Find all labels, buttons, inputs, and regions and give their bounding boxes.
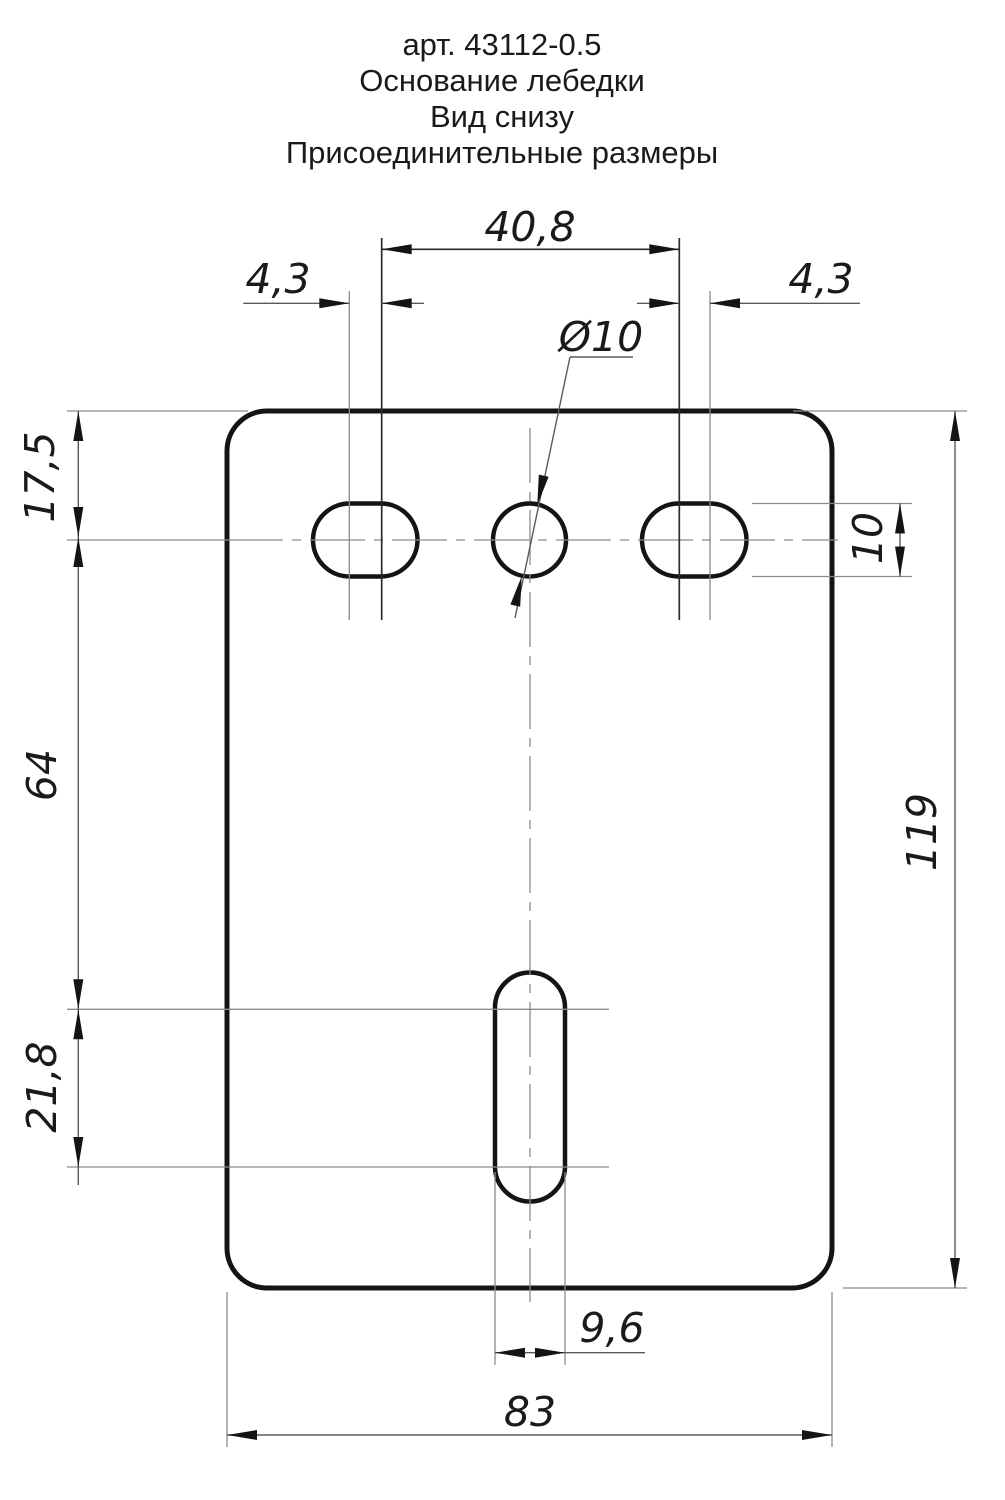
dimension-holes-to-bottom-slot: 64 <box>18 537 609 1010</box>
title-view: Вид снизу <box>430 99 574 134</box>
dimension-label: 64 <box>18 749 66 801</box>
arrowhead-up <box>895 503 905 534</box>
leader-hole-diameter: Ø10 <box>510 313 643 619</box>
arrowhead-down <box>73 979 84 1010</box>
dimension-label: Ø10 <box>557 313 643 361</box>
dimension-top-span: 40,8 <box>380 203 681 620</box>
arrowhead-up <box>73 411 84 441</box>
arrowhead-right <box>649 298 680 309</box>
arrowhead-down <box>73 507 84 537</box>
arrowhead-lower <box>510 576 522 607</box>
dimension-label: 17,5 <box>16 431 64 522</box>
dimension-bottom-slot-width: 9,6 <box>494 1172 645 1365</box>
arrowhead-left <box>381 298 412 309</box>
dimension-label: 9,6 <box>579 1304 644 1352</box>
dimension-label: 10 <box>844 512 892 564</box>
dimension-plate-height: 119 <box>793 410 967 1289</box>
dimension-bottom-slot-arc-span: 21,8 <box>18 1009 609 1185</box>
arrowhead-right <box>319 298 350 309</box>
dimension-label: 4,3 <box>245 255 310 303</box>
dimension-slot-height: 10 <box>752 502 912 578</box>
title-subtitle: Присоединительные размеры <box>286 135 718 170</box>
title-block: арт. 43112-0.5 Основание лебедки Вид сни… <box>286 27 718 170</box>
dimension-label: 21,8 <box>18 1041 66 1132</box>
dimension-plate-width: 83 <box>226 1292 833 1447</box>
dimension-label: 40,8 <box>484 203 575 251</box>
arrowhead-right <box>802 1430 832 1440</box>
arrowhead-down <box>895 546 905 577</box>
arrowhead-down <box>950 1258 960 1288</box>
dimension-top-edge-to-holes: 17,5 <box>16 410 248 537</box>
arrowhead-left <box>710 298 740 309</box>
arrowhead-left <box>381 244 412 255</box>
arrowhead-up <box>73 1009 84 1040</box>
arrowhead-down <box>73 1137 84 1167</box>
centerlines <box>67 428 838 1302</box>
dimension-label: 83 <box>504 1388 556 1436</box>
dimension-label: 4,3 <box>788 255 853 303</box>
arrowhead-up <box>73 537 84 567</box>
arrowhead-left <box>227 1430 257 1440</box>
dimension-left-slot-offset: 4,3 <box>243 255 424 620</box>
arrowhead-right <box>649 244 680 255</box>
arrowhead-right <box>535 1347 565 1358</box>
title-part-name: Основание лебедки <box>359 63 645 98</box>
dimension-label: 119 <box>898 793 946 871</box>
arrowhead-up <box>950 411 960 441</box>
title-article: арт. 43112-0.5 <box>402 27 601 62</box>
arrowhead-left <box>495 1347 525 1358</box>
arrowhead-upper <box>537 474 549 505</box>
dimension-right-slot-offset: 4,3 <box>637 255 860 620</box>
